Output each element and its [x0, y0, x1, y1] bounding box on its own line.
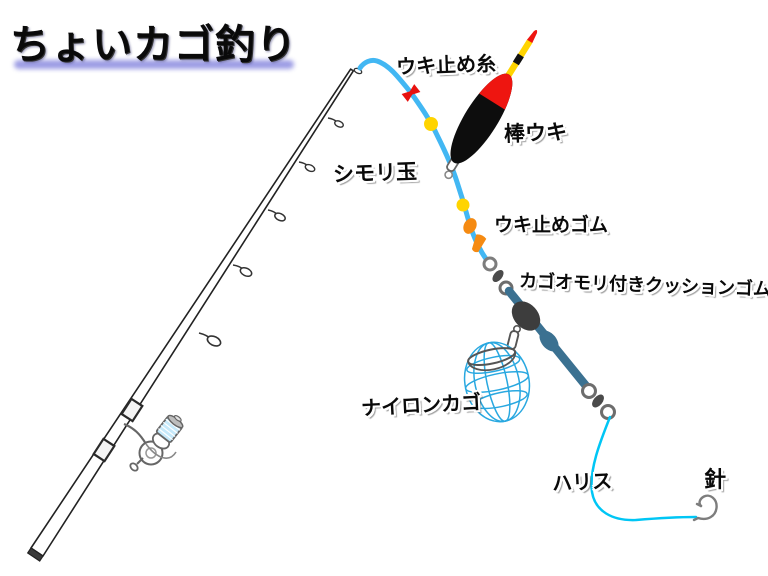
- label-float-stopper-rubber: ウキ止めゴム: [494, 214, 609, 236]
- label-leader: ハリス: [551, 468, 613, 496]
- label-hook: 針: [704, 468, 727, 493]
- float-stopper-knot: [401, 84, 421, 102]
- label-float-stopper-thread: ウキ止め糸: [395, 51, 497, 79]
- reel-spool: [155, 414, 184, 443]
- label-stick-float: 棒ウキ: [503, 119, 568, 147]
- rod-line-guides: [198, 117, 344, 347]
- diagram-title: ちょいカゴ釣り: [10, 12, 297, 70]
- leader-line: [590, 415, 698, 522]
- shimori-bead-1: [424, 117, 438, 131]
- spinning-reel: [123, 414, 184, 472]
- swivel-bottom: [581, 383, 616, 420]
- label-shimori-bead: シモリ玉: [332, 159, 418, 187]
- cage-weight: [511, 301, 541, 331]
- title-underline: [14, 60, 294, 69]
- shimori-bead-2: [456, 198, 470, 212]
- float-stopper-rubber-beads: [463, 218, 487, 253]
- title-text: ちょいカゴ釣り: [10, 22, 297, 68]
- nylon-cage: [463, 341, 531, 423]
- rod-butt-cap: [26, 547, 44, 562]
- fishing-hook: [692, 494, 718, 522]
- fishing-rod: [26, 67, 363, 562]
